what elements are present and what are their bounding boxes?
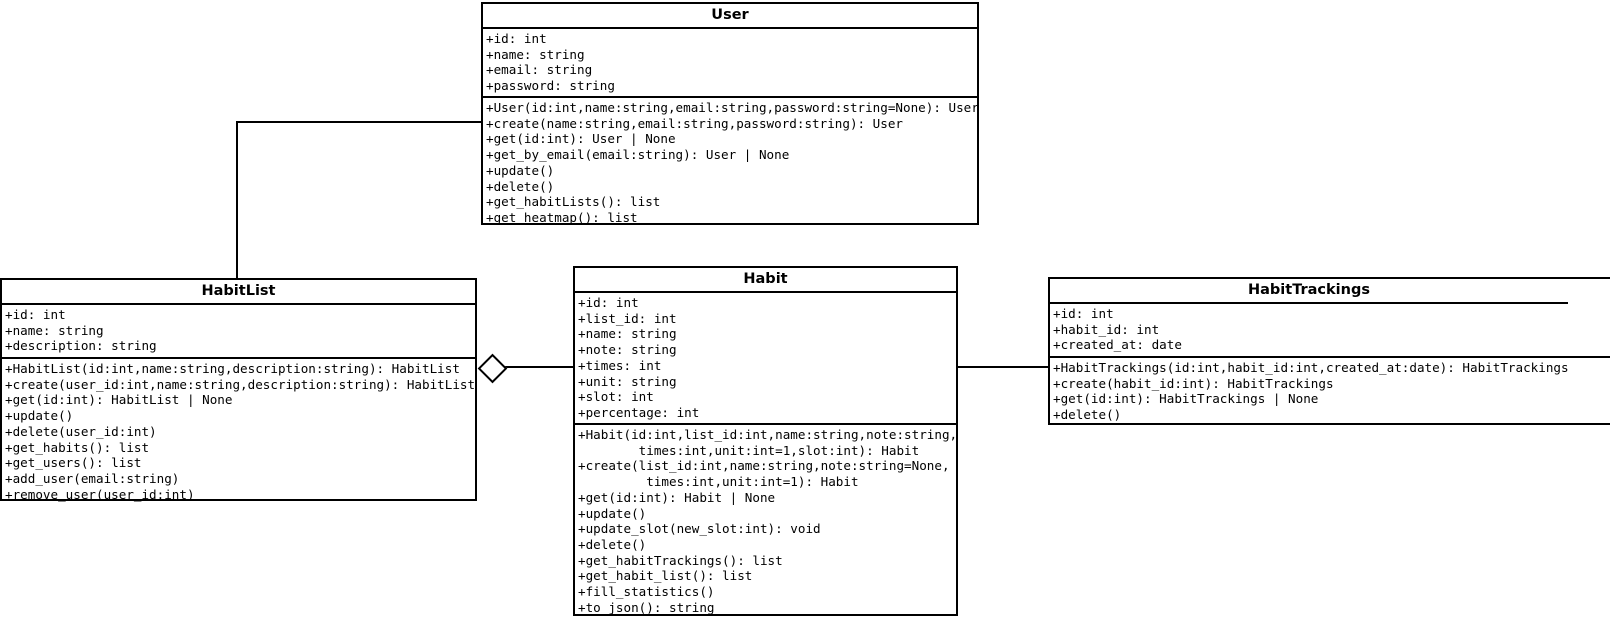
connector-habitlist-habit <box>500 366 574 368</box>
method-row: +get(id:int): HabitTrackings | None <box>1053 391 1319 407</box>
connector-user-habitlist-horizontal <box>236 121 483 123</box>
method-row: +get_users(): list <box>5 455 142 471</box>
method-row: +Habit(id:int,list_id:int,name:string,no… <box>578 427 958 442</box>
method-row: +create(list_id:int,name:string,note:str… <box>578 458 950 474</box>
attribute-row: +description: string <box>5 338 157 354</box>
attribute-row: +id: int <box>486 31 547 46</box>
class-title-habit: Habit <box>575 268 956 293</box>
attribute-row: +email: string <box>486 62 593 78</box>
attribute-row: +note: string <box>578 342 677 358</box>
method-row: +delete() <box>578 536 647 552</box>
class-box-user[interactable]: User +id: int +name: string +email: stri… <box>481 2 979 225</box>
class-methods-habittrackings: +HabitTrackings(id:int,habit_id:int,crea… <box>1050 358 1610 423</box>
method-row: +fill_statistics() <box>578 584 715 600</box>
method-row: +delete() <box>1053 407 1122 423</box>
method-row: +update() <box>486 162 555 178</box>
method-row: +delete() <box>486 178 555 194</box>
attribute-row: +name: string <box>5 322 104 338</box>
class-title-habittrackings: HabitTrackings <box>1050 279 1568 304</box>
method-row-continuation: times:int,unit:int=1): Habit <box>578 474 859 490</box>
class-box-habittrackings[interactable]: HabitTrackings +id: int +habit_id: int +… <box>1048 277 1610 425</box>
method-row: +create(habit_id:int): HabitTrackings <box>1053 375 1334 391</box>
class-methods-habit: +Habit(id:int,list_id:int,name:string,no… <box>575 425 958 617</box>
method-row: +get_habits(): list <box>5 439 150 455</box>
method-row: +get_habit_list(): list <box>578 568 753 584</box>
method-row: +add_user(email:string) <box>5 470 180 486</box>
method-row: +get(id:int): Habit | None <box>578 489 776 505</box>
class-methods-user: +User(id:int,name:string,email:string,pa… <box>483 98 979 228</box>
method-row: +create(name:string,email:string,passwor… <box>486 115 904 131</box>
class-attributes-habit: +id: int +list_id: int +name: string +no… <box>575 293 956 425</box>
attribute-row: +name: string <box>486 46 585 62</box>
method-row-continuation: times:int,unit:int=1,slot:int): Habit <box>578 442 920 458</box>
method-row: +update() <box>5 408 74 424</box>
method-row: +create(user_id:int,name:string,descript… <box>5 376 476 392</box>
aggregation-diamond-icon <box>477 353 508 384</box>
attribute-row: +percentage: int <box>578 404 700 420</box>
class-box-habit[interactable]: Habit +id: int +list_id: int +name: stri… <box>573 266 958 616</box>
method-row: +delete(user_id:int) <box>5 423 157 439</box>
method-row: +remove_user(user_id:int) <box>5 486 195 502</box>
attribute-row: +id: int <box>5 307 66 322</box>
class-box-habitlist[interactable]: HabitList +id: int +name: string +descri… <box>0 278 477 504</box>
class-title-habitlist: HabitList <box>2 280 475 305</box>
attribute-row: +created_at: date <box>1053 337 1182 353</box>
method-row: +get_habitLists(): list <box>486 194 661 210</box>
connector-habit-habittrackings <box>956 366 1050 368</box>
connector-user-habitlist-vertical <box>236 121 238 279</box>
attribute-row: +unit: string <box>578 373 677 389</box>
method-row: +update() <box>578 505 647 521</box>
attribute-row: +id: int <box>578 295 639 310</box>
class-attributes-habittrackings: +id: int +habit_id: int +created_at: dat… <box>1050 304 1610 358</box>
attribute-row: +list_id: int <box>578 310 677 326</box>
attribute-row: +habit_id: int <box>1053 321 1160 337</box>
class-title-user: User <box>483 4 977 29</box>
attribute-row: +name: string <box>578 326 677 342</box>
class-methods-habitlist: +HabitList(id:int,name:string,descriptio… <box>2 359 475 504</box>
method-row: +HabitList(id:int,name:string,descriptio… <box>5 361 460 376</box>
class-attributes-user: +id: int +name: string +email: string +p… <box>483 29 977 98</box>
method-row: +HabitTrackings(id:int,habit_id:int,crea… <box>1053 360 1569 375</box>
method-row: +get_heatmap(): list <box>486 209 638 225</box>
class-attributes-habitlist: +id: int +name: string +description: str… <box>2 305 475 359</box>
method-row: +get(id:int): User | None <box>486 131 676 147</box>
method-row: +update_slot(new_slot:int): void <box>578 521 821 537</box>
method-row: +get_habitTrackings(): list <box>578 552 783 568</box>
method-row: +to_json(): string <box>578 599 715 615</box>
attribute-row: +slot: int <box>578 389 654 405</box>
method-row: +get(id:int): HabitList | None <box>5 392 233 408</box>
method-row: +get_by_email(email:string): User | None <box>486 147 790 163</box>
attribute-row: +id: int <box>1053 306 1114 321</box>
attribute-row: +password: string <box>486 78 615 94</box>
method-row: +User(id:int,name:string,email:string,pa… <box>486 100 979 115</box>
attribute-row: +times: int <box>578 357 662 373</box>
